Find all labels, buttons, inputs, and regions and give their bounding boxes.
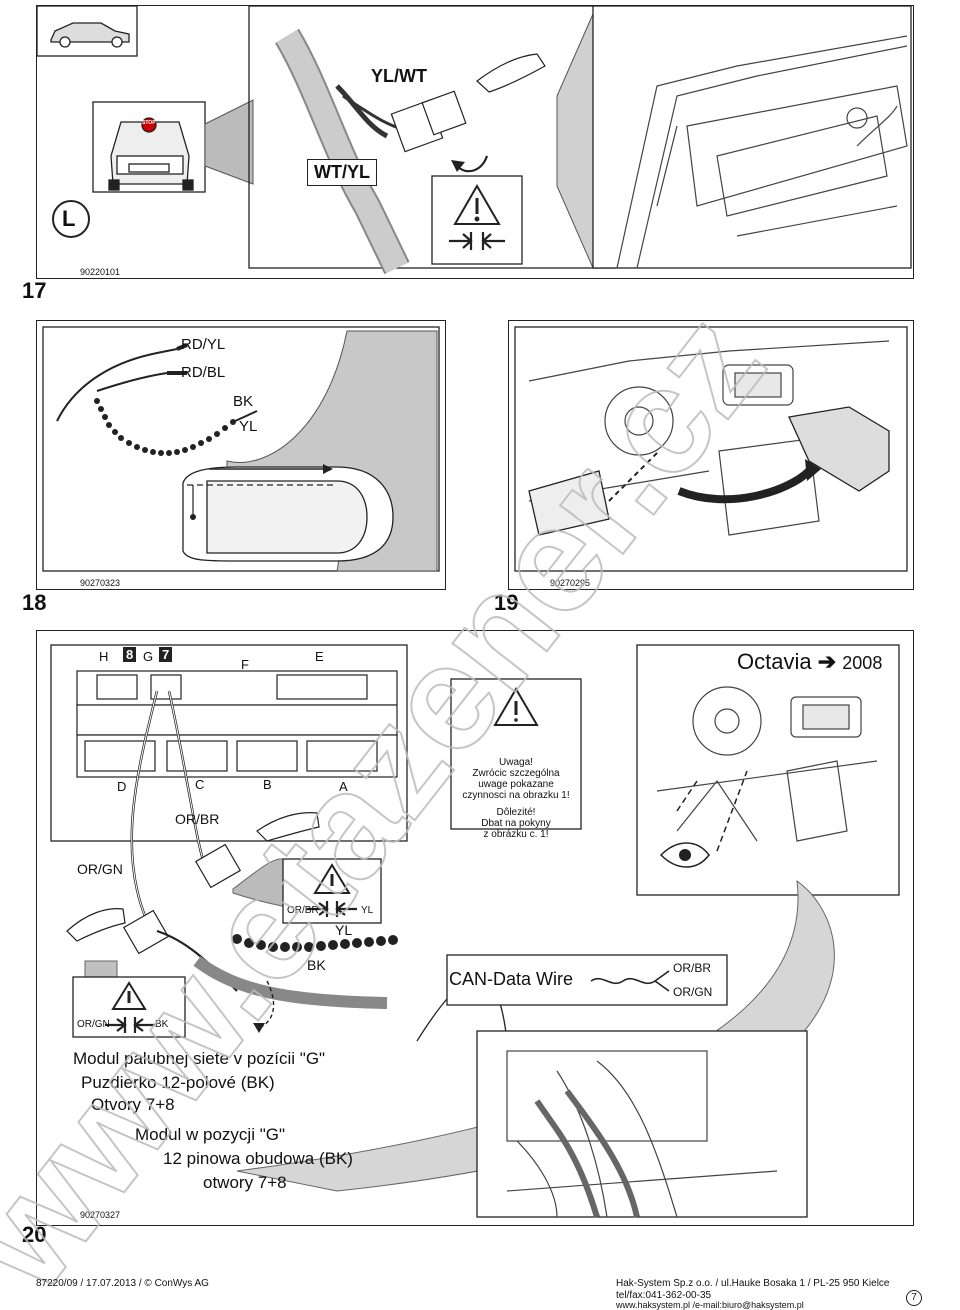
connector-h-label: H: [99, 649, 109, 664]
warn2-label-bk: BK: [155, 1019, 169, 1030]
warn-label-yl: YL: [361, 905, 374, 916]
step-18-panel: RD/YL RD/BL BK YL: [36, 320, 446, 590]
side-label: L: [62, 206, 76, 231]
page-number: 7: [906, 1290, 922, 1306]
warning-text-block: Uwaga! Zwrócic szczególna uwage pokazane…: [451, 757, 581, 840]
pin-7-label: 7: [159, 647, 173, 662]
step-18-drawing: [42, 326, 440, 572]
step-17-drawing: [37, 6, 912, 275]
dashboard-sketch: [528, 340, 890, 536]
step-20-drawing: [50, 644, 900, 1218]
twist-label-bk: BK: [307, 957, 326, 973]
interior-sketch: [616, 35, 908, 269]
step-number-18: 18: [22, 590, 47, 615]
beaded-cable: [94, 398, 236, 456]
step-code-17: 90220101: [80, 267, 121, 277]
car-side-icon: [37, 6, 138, 57]
can-wire-or-gn: OR/GN: [673, 985, 713, 999]
instruction-sk-line1: Modul palubnej siete v pozícii "G": [73, 1049, 326, 1068]
footer-company: Hak-System Sp.z o.o. / ul.Hauke Bosaka 1…: [616, 1278, 890, 1289]
step-code-19: 90270295: [550, 578, 591, 588]
fuse-box-connectors: [76, 670, 398, 778]
footer-phone: tel/fax:041-362-00-35: [616, 1290, 712, 1301]
wire-label-bk: BK: [233, 393, 254, 410]
wire-label-yl-wt: YL/WT: [371, 66, 427, 86]
wire-label-yl: YL: [239, 418, 258, 435]
connector-g-label: G: [143, 649, 154, 664]
warn2-label-or-gn: OR/GN: [77, 1019, 110, 1030]
instruction-pl-line2: 12 pinowa obudowa (BK): [163, 1149, 353, 1168]
stop-sign-label: STOP: [142, 120, 156, 126]
footer-web: www.haksystem.pl /e-mail:biuro@haksystem…: [616, 1300, 804, 1310]
warning-sk-line2: z obrázku c. 1!: [483, 829, 549, 840]
wire-label-or-br: OR/BR: [175, 811, 220, 827]
footer-doc-info: 87220/09 / 17.07.2013 / © ConWys AG: [36, 1278, 209, 1289]
wire-label-rd-yl: RD/YL: [181, 336, 226, 353]
step-19-panel: [508, 320, 914, 590]
warning-pl-title: Uwaga!: [499, 757, 533, 768]
step-number-20: 20: [22, 1222, 47, 1247]
step-17-panel: L YL/WT WT/YL STOP: [36, 5, 914, 279]
connector-e-label: E: [315, 649, 324, 664]
warning-pl-line1: Zwrócic szczególna: [472, 768, 560, 779]
model-name: Octavia: [737, 649, 812, 674]
instruction-sk-line2: Puzdierko 12-polové (BK): [81, 1073, 275, 1092]
connector-c-label: C: [195, 777, 205, 792]
arrow-right-icon: ➔: [817, 649, 837, 674]
model-label: Octavia ➔ 2008: [737, 649, 882, 675]
wire-label-wt-yl: WT/YL: [307, 159, 377, 186]
step-20-panel: H 8 G 7 F E D C B A OR/BR OR/GN OR/BR YL…: [36, 630, 914, 1226]
can-data-wire-label: CAN-Data Wire: [449, 969, 574, 989]
warning-box-17: [431, 175, 523, 265]
twist-label-yl: YL: [335, 922, 353, 938]
page-number-text: 7: [911, 1292, 917, 1303]
instruction-pl-line3: otwory 7+8: [203, 1173, 287, 1192]
warning-sk-line1: Dbat na pokyny: [481, 818, 551, 829]
connector-b-label: B: [263, 777, 272, 792]
step-19-drawing: [514, 326, 908, 572]
twisted-wire: [232, 934, 398, 952]
step-code-18: 90270323: [80, 578, 121, 588]
connector-f-label: F: [241, 657, 249, 672]
octavia-dashboard-sketch: [656, 686, 878, 842]
warning-sk-title: Dôlezité!: [496, 807, 536, 818]
wire-label-rd-bl: RD/BL: [181, 364, 226, 381]
warning-pl-line2: uwage pokazane: [478, 779, 554, 790]
connector-block: [390, 90, 467, 153]
fuse-box-photo-sketch: [506, 1050, 778, 1218]
car-top-icon: [182, 466, 394, 562]
warn-label-or-br: OR/BR: [287, 905, 319, 916]
step-code-20: 90270327: [80, 1210, 121, 1220]
warning-pl-line3: czynnosci na obrazku 1!: [462, 790, 570, 801]
instruction-pl-line1: Modul w pozycji "G": [135, 1125, 286, 1144]
connector-d-label: D: [117, 779, 127, 794]
step-number-19: 19: [494, 590, 519, 615]
instruction-sk-line3: Otvory 7+8: [91, 1095, 175, 1114]
car-rear-icon: [92, 101, 206, 193]
model-year: 2008: [842, 653, 883, 673]
wire-label-or-gn: OR/GN: [77, 861, 123, 877]
can-wire-or-br: OR/BR: [673, 961, 712, 975]
pin-8-label: 8: [123, 647, 137, 662]
eye-icon: [659, 842, 710, 868]
connector-a-label: A: [339, 779, 348, 794]
fuse-panel-cover: [528, 406, 890, 536]
step-number-17: 17: [22, 278, 47, 303]
